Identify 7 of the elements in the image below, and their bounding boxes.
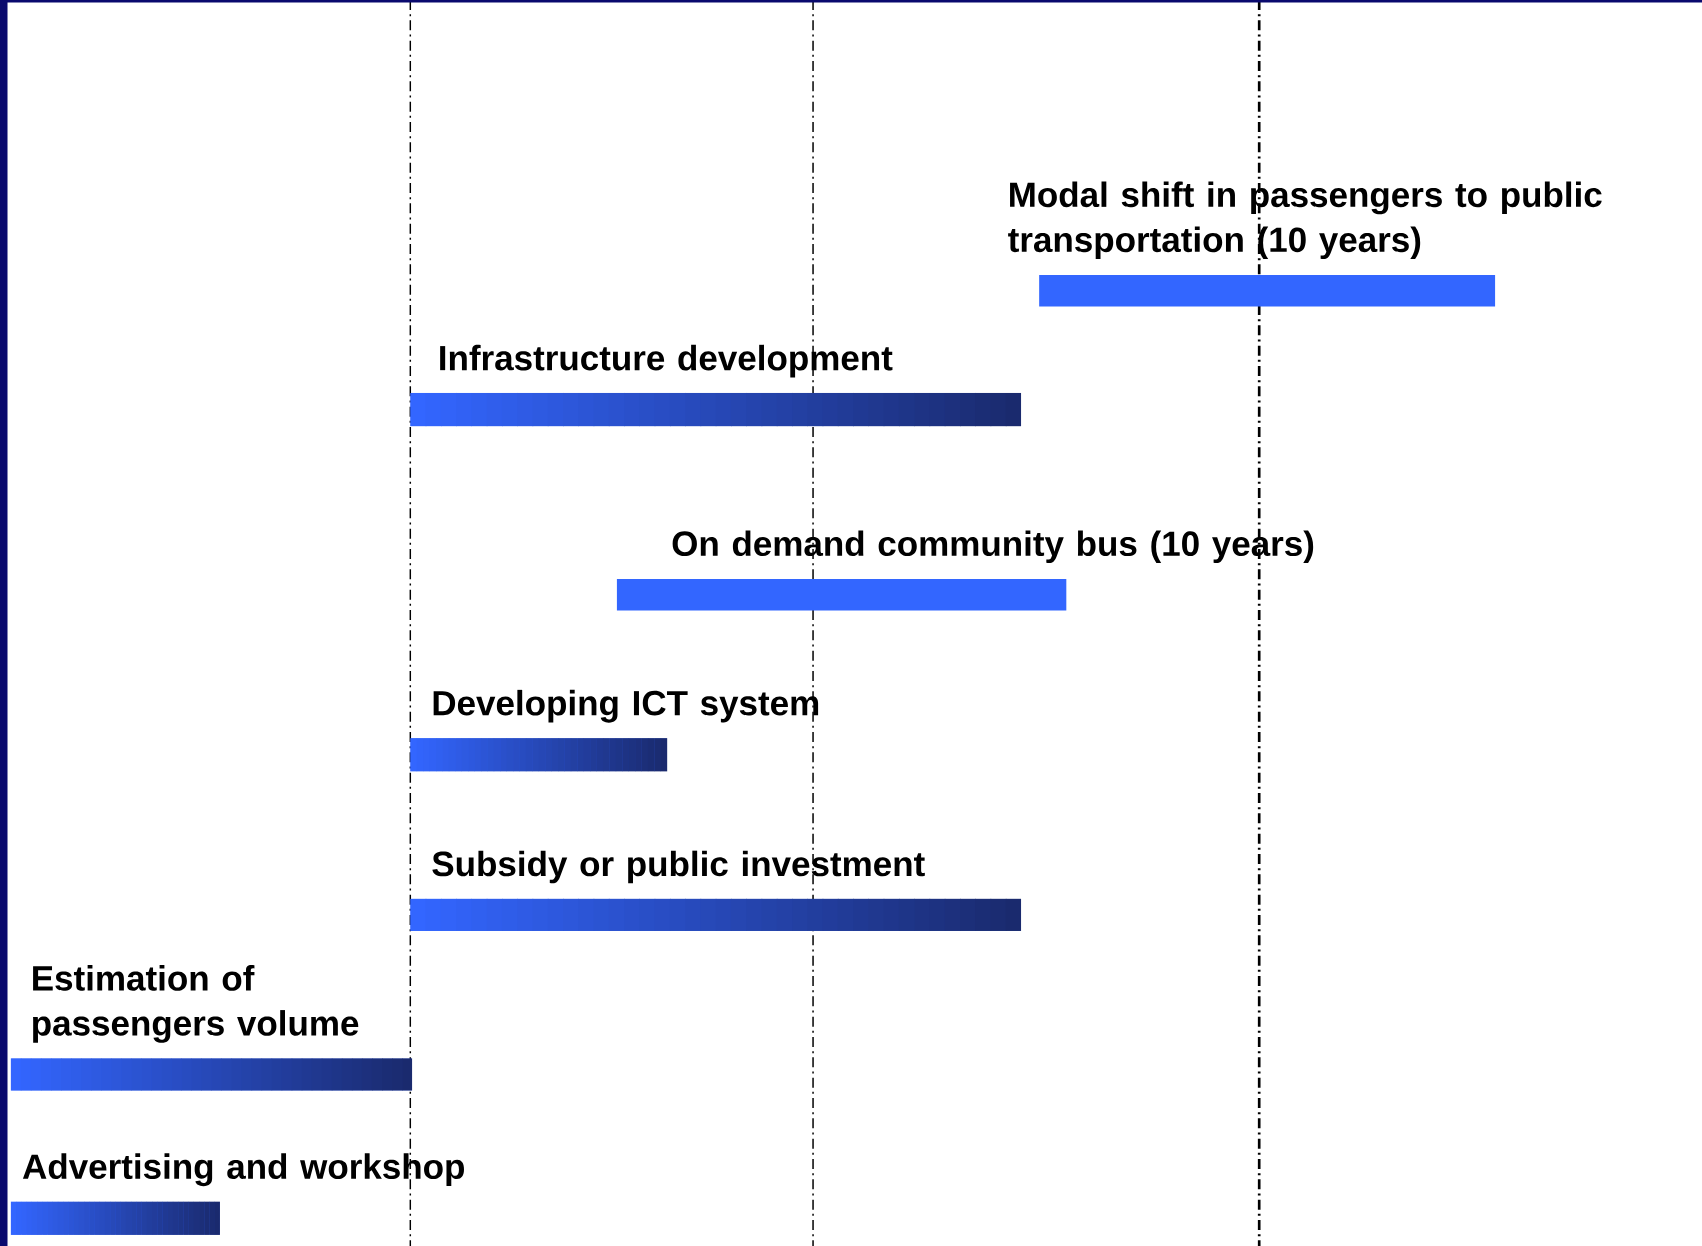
bar-label: Infrastructure development [440,344,893,378]
bar-label: Subsidy or public investment [432,850,925,884]
bar-label: Developing ICT system [433,689,819,723]
bar-label: Estimation of passengers volume [33,965,359,1043]
bar-label: Advertising and workshop [22,1153,464,1187]
bar-label: On demand community bus (10 years) [672,530,1314,564]
bar-label: Modal shift in passengers to public transportation (10 years) [1008,181,1602,260]
